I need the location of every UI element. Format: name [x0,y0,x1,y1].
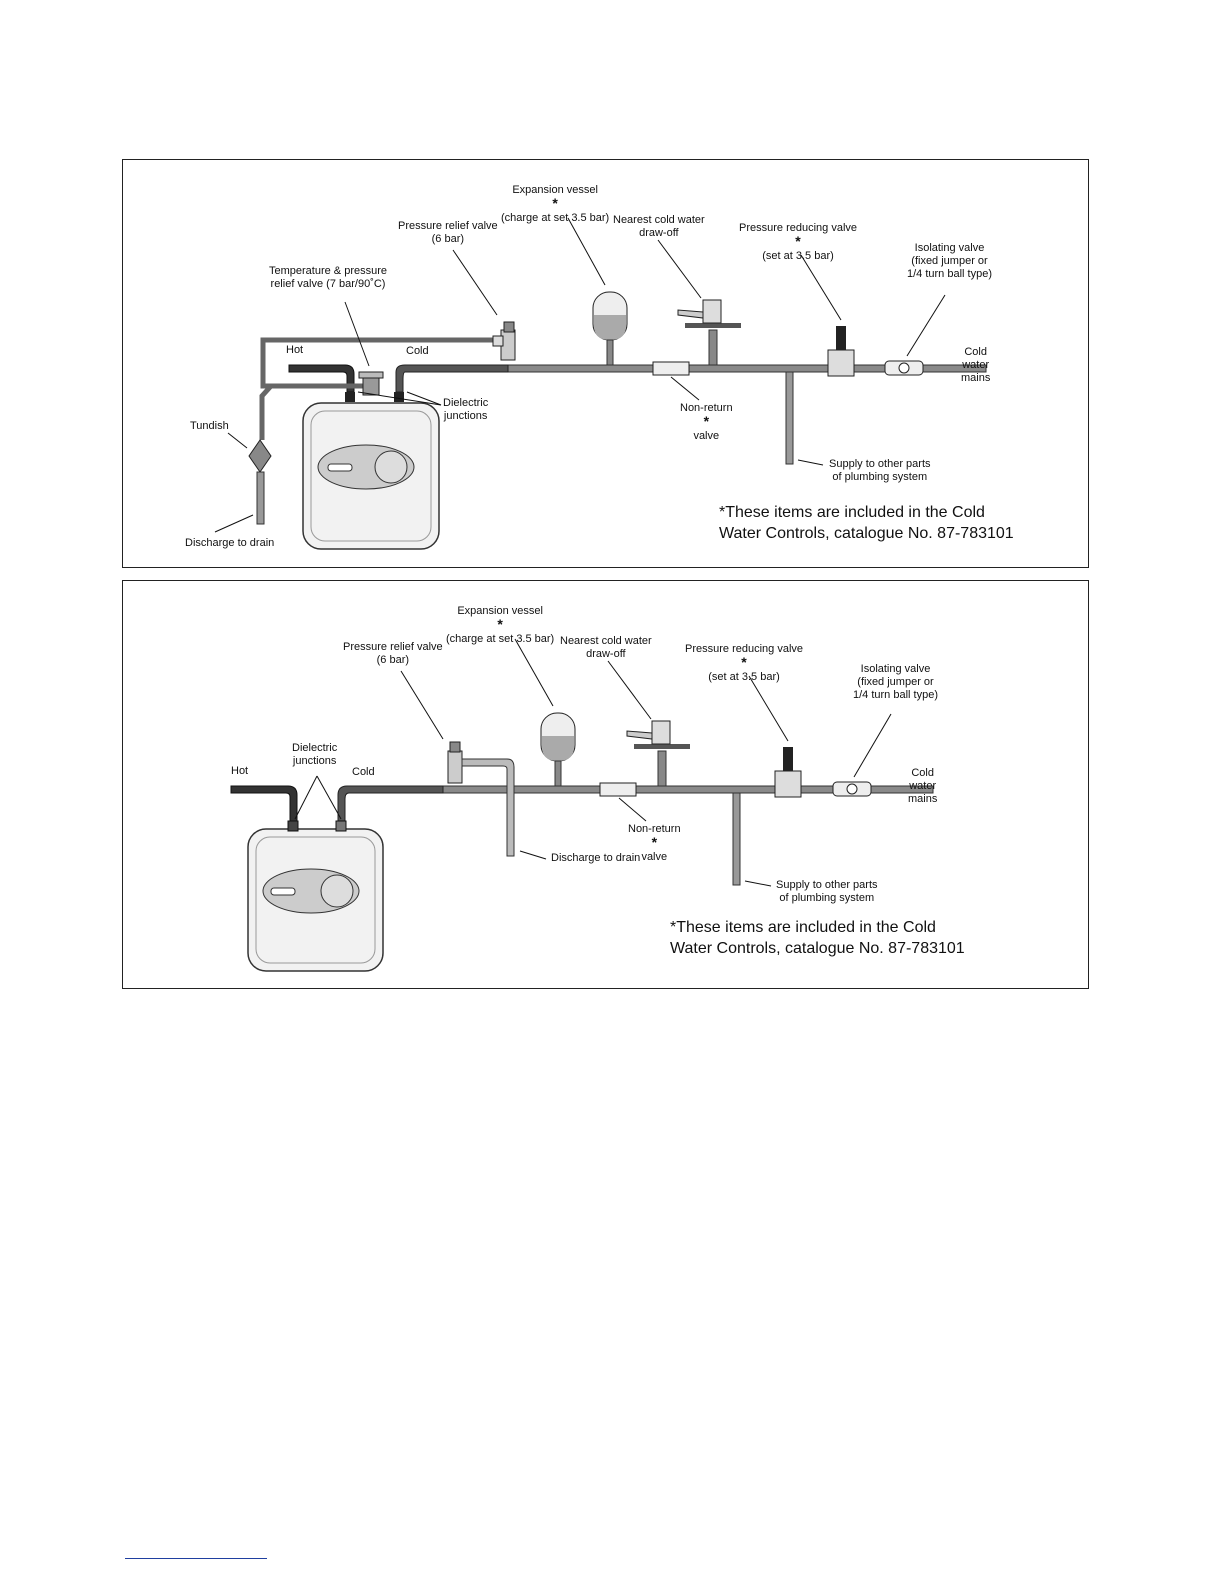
diagram-panel-1: Expansion vessel* (charge at set 3.5 bar… [122,159,1089,568]
leader-nearest-cold [607,660,652,720]
non-return-valve [599,782,637,797]
label-non-return-valve: Non-return * valve [680,402,733,442]
leader-tundish [227,432,248,449]
leader-dielectric-1 [357,391,442,406]
label-cold-water-mains: Cold water mains [908,767,938,805]
plumbing-schematic-1 [214,217,987,550]
label-hot: Hot [286,344,304,356]
label-dielectric-junctions: Dielectric junctions [443,397,489,422]
discharge-pipe [461,758,515,857]
leader-supply [744,880,772,887]
plumbing-schematic-2 [230,638,934,972]
label-tundish: Tundish [190,420,229,432]
label-pressure-reducing-valve: Pressure reducing valve * (set at 3.5 ba… [685,643,804,683]
catalogue-note: *These items are included in the Cold Wa… [719,504,1014,542]
leader-isolating [906,294,946,357]
label-cold: Cold [352,766,375,778]
label-expansion-vessel: Expansion vessel* (charge at set 3.5 bar… [501,184,610,224]
label-discharge-to-drain: Discharge to drain [551,852,641,864]
label-discharge-to-drain: Discharge to drain [185,537,275,549]
tundish-shape [248,439,272,473]
label-pressure-reducing-valve: Pressure reducing valve* (set at 3.5 bar… [739,222,858,262]
supply-branch-pipe [785,371,794,465]
label-tp-relief-valve: Temperature & pressure relief valve (7 b… [269,265,387,290]
label-supply-other-parts: Supply to other parts of plumbing system [776,879,878,904]
supply-branch-pipe [732,792,741,886]
dielectric-junction-cold [394,392,404,402]
leader-dielectric-2 [316,775,342,820]
leader-pressure-reducing [800,254,842,321]
hot-pipe [230,785,298,822]
leader-dielectric-1 [294,775,318,820]
label-isolating-valve: Isolating valve (fixed jumper or 1/4 tur… [853,663,938,701]
discharge-drop-pipe [259,384,273,440]
label-nearest-cold-draw-off: Nearest cold water draw-off [560,635,652,660]
diagram-panel-2: Expansion vessel * (charge at set 3.5 ba… [122,580,1089,989]
leader-supply [797,459,824,466]
leader-non-return [618,797,647,822]
leader-pressure-relief [452,249,498,316]
leader-tp-relief [344,301,370,367]
pressure-reducing-valve [827,349,855,377]
cold-feed-pipe [395,364,509,393]
leader-discharge [519,850,547,860]
label-expansion-vessel: Expansion vessel * (charge at set 3.5 ba… [446,605,555,645]
catalogue-note: *These items are included in the Cold Wa… [670,919,965,957]
dielectric-junction-hot [345,392,355,402]
cold-draw-off-tap [657,750,667,787]
leader-discharge [214,514,254,533]
non-return-valve [652,361,690,376]
leader-expansion [514,638,554,707]
leader-pressure-relief [400,670,444,740]
discharge-loop-pipe [260,337,497,389]
cold-feed-pipe [337,785,444,822]
footnote-rule [125,1558,267,1559]
label-cold-water-mains: Cold water mains [961,346,991,384]
label-hot: Hot [231,765,249,777]
label-dielectric-junctions: Dielectric junctions [292,742,338,767]
leader-non-return [670,376,700,401]
label-nearest-cold-draw-off: Nearest cold water draw-off [613,214,705,239]
pressure-reducing-valve [774,770,802,798]
leader-isolating [853,713,892,778]
dielectric-junction-hot [287,820,299,832]
pressure-relief-valve [447,750,463,784]
leader-nearest-cold [657,239,702,299]
leader-expansion [567,217,606,286]
dielectric-junction-cold [335,820,347,832]
label-pressure-relief-valve: Pressure relief valve (6 bar) [398,220,498,245]
label-supply-other-parts: Supply to other parts of plumbing system [829,458,931,483]
cold-draw-off-tap [708,329,718,366]
leader-dielectric-2 [406,391,442,406]
label-cold: Cold [406,345,429,357]
label-isolating-valve: Isolating valve (fixed jumper or 1/4 tur… [907,242,992,280]
leader-pressure-reducing [748,675,789,742]
label-pressure-relief-valve: Pressure relief valve (6 bar) [343,641,443,666]
drain-pipe [256,471,265,525]
label-non-return-valve: Non-return * valve [628,823,681,863]
